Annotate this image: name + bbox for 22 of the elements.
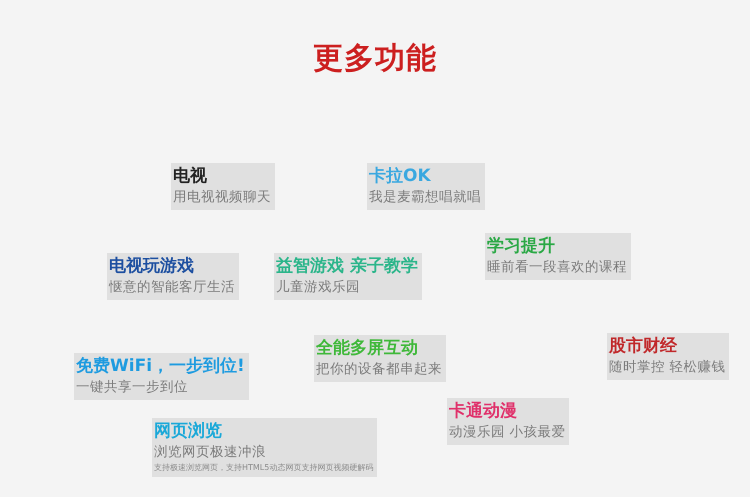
feature-heading: 电视 — [173, 165, 208, 187]
feature-heading: 卡通动漫 — [449, 400, 518, 422]
feature-heading: 益智游戏 亲子教学 — [276, 255, 418, 277]
feature-subtitle: 动漫乐园 小孩最爱 — [449, 423, 566, 442]
feature-subtitle: 随时掌控 轻松赚钱 — [609, 358, 726, 377]
feature-subtitle: 一键共享一步到位 — [76, 378, 189, 397]
feature-subtitle: 我是麦霸想唱就唱 — [369, 188, 481, 207]
feature-subtitle: 用电视视频聊天 — [173, 188, 271, 207]
feature-subtitle: 儿童游戏乐园 — [276, 278, 361, 297]
page-title: 更多功能 — [312, 40, 438, 78]
feature-subtitle: 惬意的智能客厅生活 — [109, 278, 235, 297]
feature-note: 支持极速浏览网页，支持HTML5动态网页支持网页视频硬解码 — [154, 462, 374, 474]
feature-heading: 电视玩游戏 — [109, 255, 195, 277]
feature-heading: 网页浏览 — [154, 420, 223, 442]
feature-heading: 学习提升 — [487, 235, 556, 257]
feature-subtitle: 睡前看一段喜欢的课程 — [487, 258, 627, 277]
feature-heading: 免费WiFi，一步到位! — [76, 355, 245, 377]
feature-heading: 股市财经 — [609, 335, 678, 357]
feature-heading: 卡拉OK — [369, 165, 432, 187]
feature-subtitle: 浏览网页极速冲浪 — [154, 443, 267, 462]
feature-heading: 全能多屏互动 — [316, 337, 419, 359]
feature-subtitle: 把你的设备都串起来 — [316, 360, 442, 379]
